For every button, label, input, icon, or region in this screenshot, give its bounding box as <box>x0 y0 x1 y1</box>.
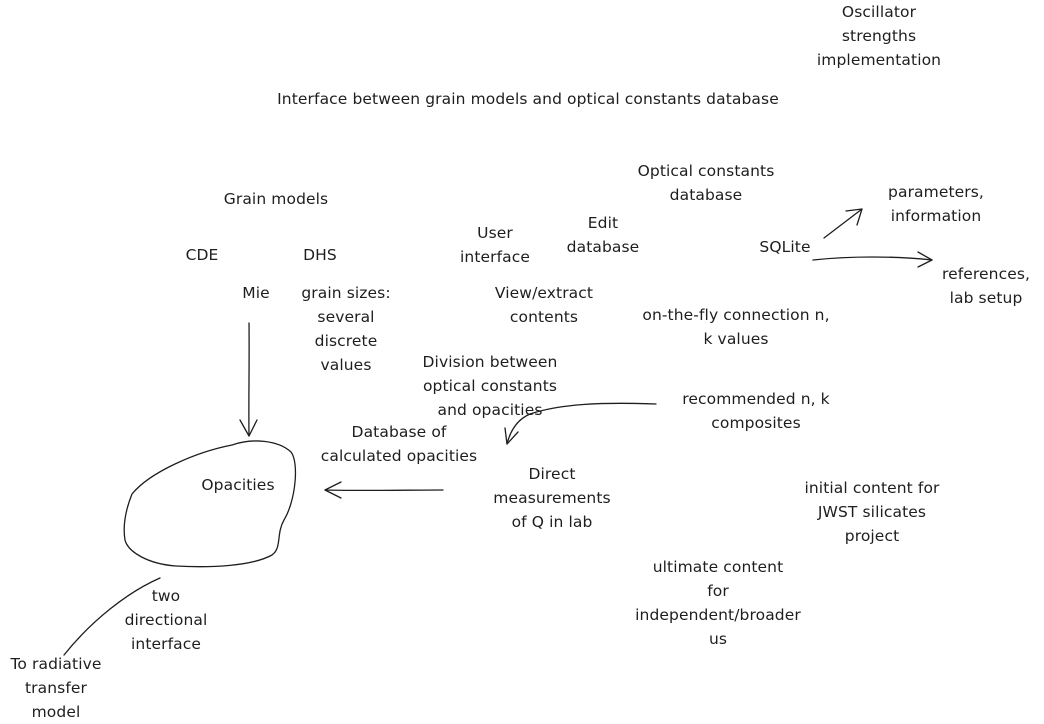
view-extract-contents-label: View/extract contents <box>468 281 620 329</box>
sqlite-to-references-arrow <box>813 257 932 260</box>
mie-label: Mie <box>228 281 284 305</box>
opacities-label: Opacities <box>186 473 290 497</box>
optical-constants-database-label: Optical constants database <box>606 159 806 207</box>
cde-label: CDE <box>172 243 232 267</box>
user-interface-label: User interface <box>441 221 549 269</box>
parameters-information-label: parameters, information <box>860 180 1012 228</box>
oscillator-strengths-label: Oscillator strengths implementation <box>789 0 969 72</box>
dhs-label: DHS <box>290 243 350 267</box>
two-directional-interface-label: two directional interface <box>106 584 226 656</box>
ultimate-content-label: ultimate content for independent/broader… <box>612 555 824 651</box>
database-calculated-opacities-label: Database of calculated opacities <box>298 420 500 468</box>
direct-measurements-label: Direct measurements of Q in lab <box>472 462 632 534</box>
on-the-fly-connection-label: on-the-fly connection n, k values <box>614 303 858 351</box>
radiative-transfer-model-label: To radiative transfer model <box>0 652 112 724</box>
sqlite-to-parameters-arrow <box>824 209 862 238</box>
sqlite-label: SQLite <box>740 235 830 259</box>
grain-sizes-label: grain sizes: several discrete values <box>282 281 410 377</box>
grain-models-label: Grain models <box>196 187 356 211</box>
interface-title: Interface between grain models and optic… <box>213 87 843 111</box>
initial-content-label: initial content for JWST silicates proje… <box>774 476 970 548</box>
references-lab-setup-label: references, lab setup <box>918 262 1044 310</box>
division-label: Division between optical constants and o… <box>398 350 582 422</box>
edit-database-label: Edit database <box>553 211 653 259</box>
recommended-composites-label: recommended n, k composites <box>656 387 856 435</box>
opacities-blob <box>124 441 295 567</box>
